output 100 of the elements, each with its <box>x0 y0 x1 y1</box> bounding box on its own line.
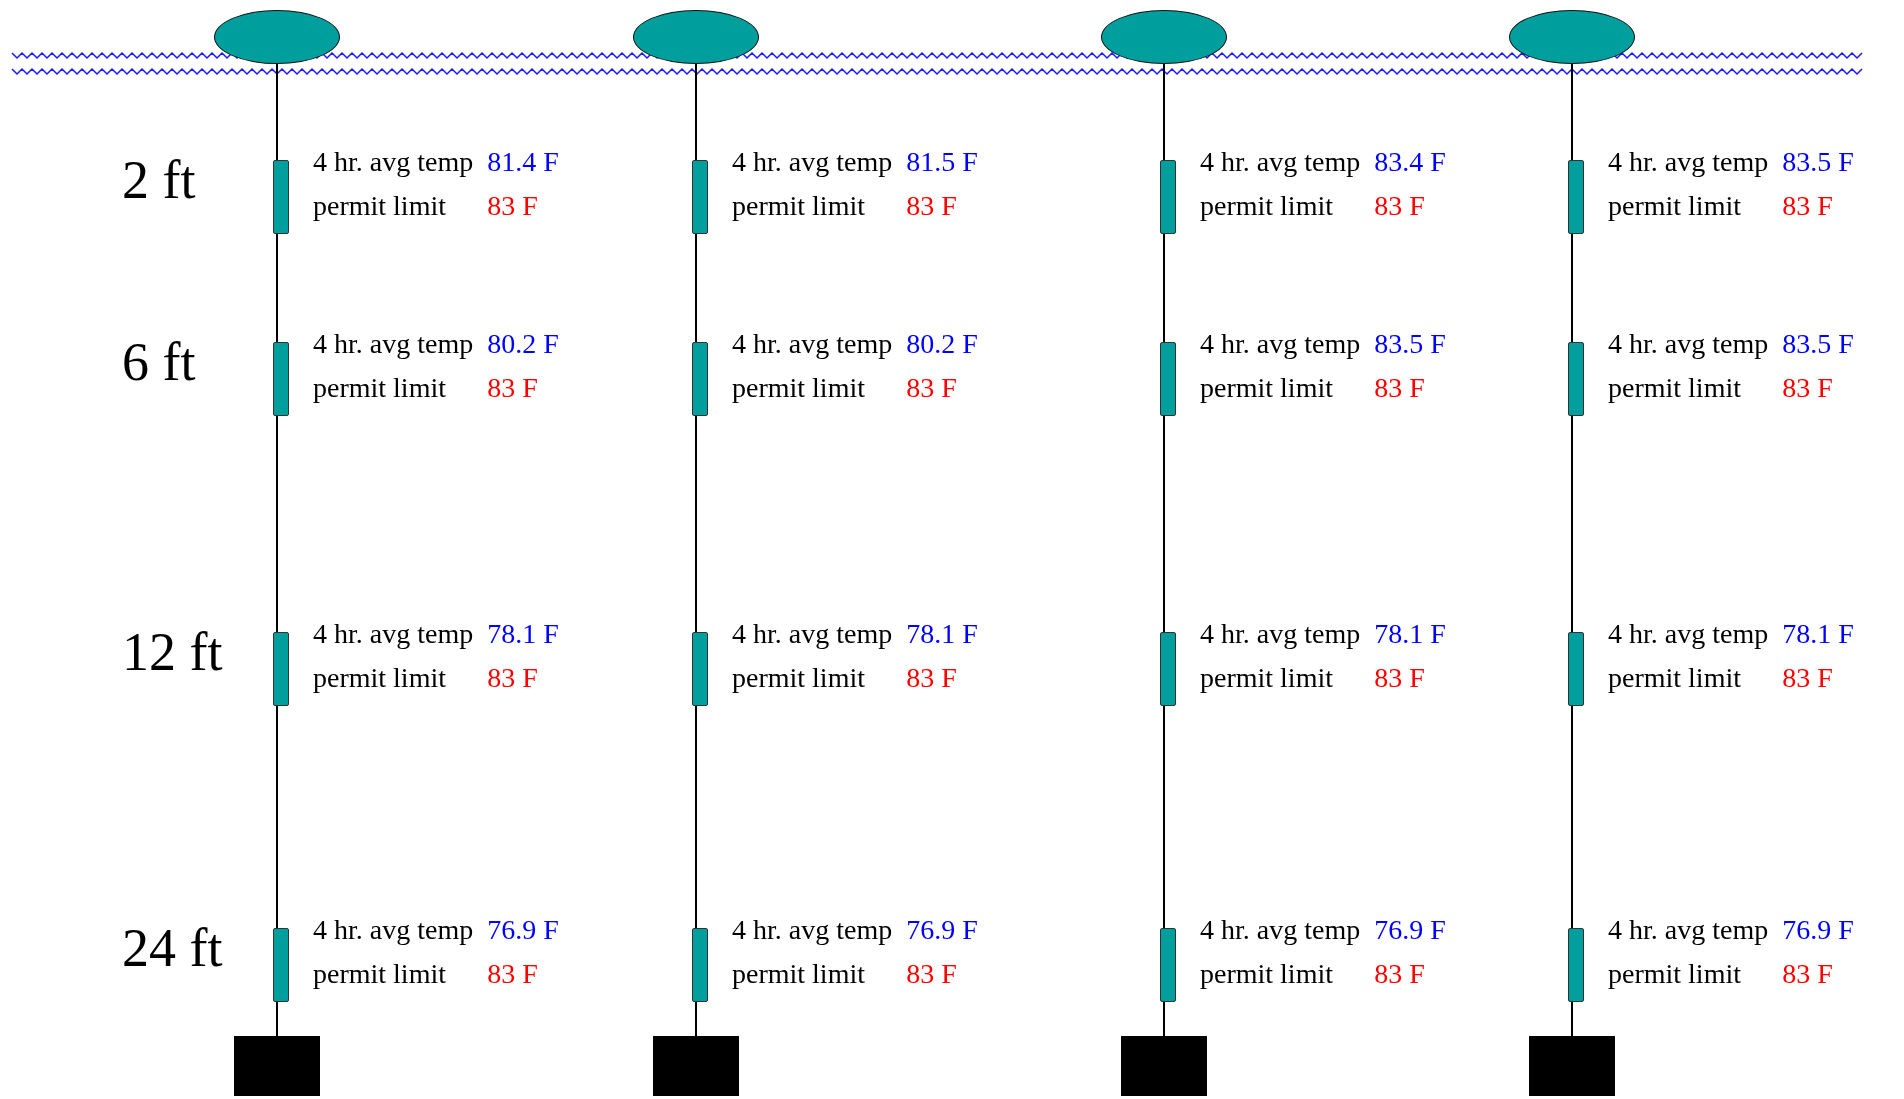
sensor-bar <box>1568 160 1584 234</box>
anchor-block <box>653 1036 739 1096</box>
reading-label: permit limit <box>313 957 447 991</box>
reading-label: 4 hr. avg temp <box>1200 617 1361 651</box>
temperature-value: 78.1 F <box>1782 617 1854 651</box>
depth-label: 12 ft <box>122 622 223 682</box>
reading-label: permit limit <box>1608 189 1742 223</box>
buoy <box>1509 10 1635 64</box>
mooring-line <box>695 233 697 343</box>
sensor-bar <box>1160 928 1176 1002</box>
reading-label: permit limit <box>1608 957 1742 991</box>
temperature-value: 76.9 F <box>906 913 978 947</box>
depth-label: 2 ft <box>122 150 196 210</box>
temperature-value: 78.1 F <box>1374 617 1446 651</box>
temperature-value: 83 F <box>906 661 958 695</box>
sensor-bar <box>1160 160 1176 234</box>
reading-label: 4 hr. avg temp <box>1200 327 1361 361</box>
temperature-value: 76.9 F <box>1374 913 1446 947</box>
mooring-line <box>695 415 697 633</box>
mooring-line <box>276 233 278 343</box>
temperature-value: 83.5 F <box>1374 327 1446 361</box>
sensor-bar <box>1568 342 1584 416</box>
sensor-bar <box>1568 632 1584 706</box>
reading-label: permit limit <box>1200 661 1334 695</box>
temperature-value: 80.2 F <box>487 327 559 361</box>
anchor-block <box>1121 1036 1207 1096</box>
buoy <box>633 10 759 64</box>
reading-label: permit limit <box>732 957 866 991</box>
temperature-value: 83 F <box>487 661 539 695</box>
reading-label: 4 hr. avg temp <box>732 327 893 361</box>
reading-label: 4 hr. avg temp <box>1608 327 1769 361</box>
mooring-line <box>1163 415 1165 633</box>
buoy <box>214 10 340 64</box>
reading-label: 4 hr. avg temp <box>1608 617 1769 651</box>
mooring-line <box>276 63 278 161</box>
temperature-value: 83 F <box>1782 957 1834 991</box>
mooring-line <box>695 1001 697 1037</box>
temperature-value: 83 F <box>487 371 539 405</box>
temperature-value: 76.9 F <box>487 913 559 947</box>
mooring-line <box>1163 1001 1165 1037</box>
reading-label: 4 hr. avg temp <box>732 617 893 651</box>
reading-label: permit limit <box>732 661 866 695</box>
reading-label: permit limit <box>732 189 866 223</box>
sensor-bar <box>273 632 289 706</box>
anchor-block <box>234 1036 320 1096</box>
mooring-line <box>695 705 697 929</box>
temperature-value: 83 F <box>1782 371 1834 405</box>
sensor-bar <box>692 632 708 706</box>
reading-label: 4 hr. avg temp <box>313 913 474 947</box>
temperature-value: 83.4 F <box>1374 145 1446 179</box>
sensor-bar <box>273 928 289 1002</box>
sensor-bar <box>1160 342 1176 416</box>
temperature-value: 78.1 F <box>906 617 978 651</box>
temperature-value: 83 F <box>1374 189 1426 223</box>
temperature-value: 80.2 F <box>906 327 978 361</box>
mooring-line <box>276 1001 278 1037</box>
temperature-value: 81.5 F <box>906 145 978 179</box>
reading-label: 4 hr. avg temp <box>1200 913 1361 947</box>
temperature-value: 83 F <box>906 371 958 405</box>
reading-label: permit limit <box>1608 371 1742 405</box>
temperature-value: 81.4 F <box>487 145 559 179</box>
reading-label: permit limit <box>1608 661 1742 695</box>
temperature-value: 76.9 F <box>1782 913 1854 947</box>
reading-label: 4 hr. avg temp <box>732 145 893 179</box>
mooring-line <box>276 705 278 929</box>
temperature-value: 83.5 F <box>1782 327 1854 361</box>
sensor-bar <box>692 342 708 416</box>
mooring-line <box>1163 233 1165 343</box>
mooring-line <box>1163 705 1165 929</box>
temperature-value: 83 F <box>1782 661 1834 695</box>
reading-label: permit limit <box>1200 189 1334 223</box>
reading-label: 4 hr. avg temp <box>1608 913 1769 947</box>
mooring-line <box>1163 63 1165 161</box>
reading-label: 4 hr. avg temp <box>313 327 474 361</box>
sensor-bar <box>692 160 708 234</box>
reading-label: permit limit <box>313 371 447 405</box>
mooring-line <box>1571 705 1573 929</box>
reading-label: permit limit <box>313 661 447 695</box>
reading-label: permit limit <box>1200 957 1334 991</box>
temperature-value: 83 F <box>1374 371 1426 405</box>
reading-label: 4 hr. avg temp <box>732 913 893 947</box>
anchor-block <box>1529 1036 1615 1096</box>
temperature-value: 78.1 F <box>487 617 559 651</box>
reading-label: 4 hr. avg temp <box>313 145 474 179</box>
reading-label: 4 hr. avg temp <box>1200 145 1361 179</box>
mooring-line <box>1571 233 1573 343</box>
temperature-value: 83 F <box>1374 957 1426 991</box>
depth-label: 24 ft <box>122 918 223 978</box>
reading-label: permit limit <box>313 189 447 223</box>
temperature-value: 83 F <box>906 189 958 223</box>
sensor-bar <box>1160 632 1176 706</box>
buoy <box>1101 10 1227 64</box>
mooring-line <box>276 415 278 633</box>
mooring-line <box>1571 63 1573 161</box>
temperature-value: 83 F <box>1374 661 1426 695</box>
temperature-value: 83.5 F <box>1782 145 1854 179</box>
temperature-value: 83 F <box>906 957 958 991</box>
mooring-line <box>1571 1001 1573 1037</box>
reading-label: 4 hr. avg temp <box>313 617 474 651</box>
sensor-bar <box>1568 928 1584 1002</box>
